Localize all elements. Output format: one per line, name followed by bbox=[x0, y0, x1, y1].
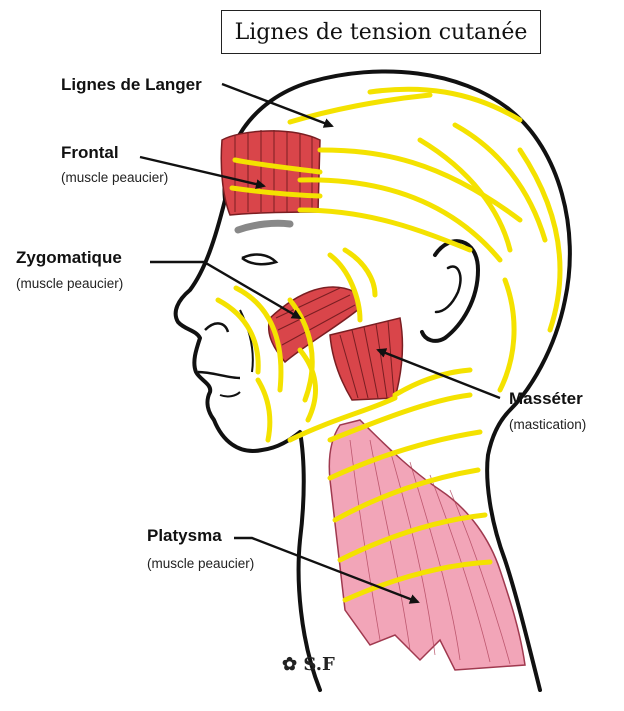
title-text: Lignes de tension cutanée bbox=[235, 20, 528, 45]
diagram-title: Lignes de tension cutanée bbox=[221, 10, 541, 54]
label-masseter-note: (mastication) bbox=[509, 417, 586, 432]
label-masseter: Masséter bbox=[509, 389, 583, 409]
author-signature: ✿ S.F bbox=[282, 654, 335, 675]
signature-text: S.F bbox=[303, 654, 334, 675]
palette-icon: ✿ bbox=[282, 654, 303, 675]
eye bbox=[242, 255, 276, 265]
ear bbox=[422, 241, 478, 341]
eyebrow bbox=[238, 223, 290, 230]
arrow-langer bbox=[222, 84, 332, 126]
label-platysma: Platysma bbox=[147, 526, 222, 546]
frontal-muscle bbox=[221, 131, 320, 215]
masseter-muscle bbox=[330, 318, 402, 400]
label-zygomatique: Zygomatique bbox=[16, 248, 122, 268]
label-platysma-note: (muscle peaucier) bbox=[147, 556, 254, 571]
mouth bbox=[198, 372, 240, 378]
nostril bbox=[205, 323, 228, 332]
label-zygomatique-note: (muscle peaucier) bbox=[16, 276, 123, 291]
arrow-zygomatique bbox=[150, 262, 300, 318]
label-frontal: Frontal bbox=[61, 143, 119, 163]
label-langer: Lignes de Langer bbox=[61, 75, 202, 95]
label-frontal-note: (muscle peaucier) bbox=[61, 170, 168, 185]
